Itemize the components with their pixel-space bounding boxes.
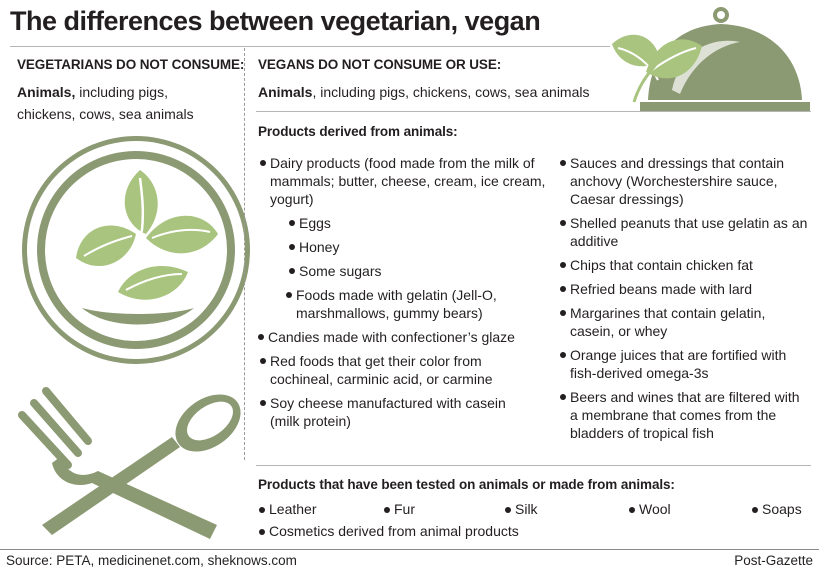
list-item: Honey [287,238,550,256]
vegans-animals: Animals, including pigs, chickens, cows,… [258,83,590,102]
list-item: Soaps [751,501,802,517]
list-item: Soy cheese manufactured with casein (mil… [258,394,532,430]
tested-items-row: Leather Fur Silk Wool Soaps [258,501,808,521]
page-title: The differences between vegetarian, vega… [10,6,541,36]
vegetarians-animals-line2: chickens, cows, sea animals [17,106,194,122]
footer-divider [0,549,819,550]
vegetarians-heading: VEGETARIANS DO NOT CONSUME: [17,57,245,72]
list-item: Fur [383,501,415,517]
list-item: Refried beans made with lard [558,280,808,298]
publisher-credit: Post-Gazette [734,553,813,568]
vegetarians-animals-rest: including pigs, [75,84,168,100]
list-item: Candies made with confectioner’s glaze [256,328,550,346]
tested-divider [256,465,811,466]
vegans-heading: VEGANS DO NOT CONSUME OR USE: [258,57,502,72]
vegans-divider [256,111,811,112]
list-item: Some sugars [287,262,550,280]
tested-heading: Products that have been tested on animal… [258,477,675,492]
products-heading: Products derived from animals: [258,124,458,139]
list-item: Chips that contain chicken fat [558,256,808,274]
fork-icon [18,387,217,539]
list-item: Sauces and dressings that contain anchov… [558,154,808,208]
products-list-left: Dairy products (food made from the milk … [258,154,550,430]
products-list-right: Sauces and dressings that contain anchov… [558,154,808,442]
list-item: Foods made with gelatin (Jell-O, marshma… [284,286,541,322]
vegetarians-animals: Animals, including pigs, chickens, cows,… [17,83,242,124]
spoon-icon [42,394,241,535]
list-item: Leather [258,501,316,517]
list-item: Silk [504,501,538,517]
list-item: Dairy products (food made from the milk … [258,154,548,208]
list-item: Eggs [287,214,550,232]
list-item: Margarines that contain gelatin, casein,… [558,304,790,340]
vegans-animals-bold: Animals [258,84,313,100]
vegans-animals-rest: , including pigs, chickens, cows, sea an… [312,84,590,100]
list-item: Wool [628,501,671,517]
column-divider [244,48,245,460]
source-credit: Source: PETA, medicinenet.com, sheknows.… [6,553,297,568]
list-item: Shelled peanuts that use gelatin as an a… [558,214,808,250]
plate-with-leaves-icon [22,136,250,364]
list-item: Orange juices that are fortified with fi… [558,346,808,382]
tested-last-row: Cosmetics derived from animal products [258,523,658,543]
vegetarians-animals-bold: Animals, [17,84,76,100]
title-divider [10,46,610,47]
list-item: Beers and wines that are filtered with a… [558,388,808,442]
serving-cloche-icon [612,7,810,112]
list-item: Red foods that get their color from coch… [258,352,532,388]
list-item: Cosmetics derived from animal products [258,523,519,539]
